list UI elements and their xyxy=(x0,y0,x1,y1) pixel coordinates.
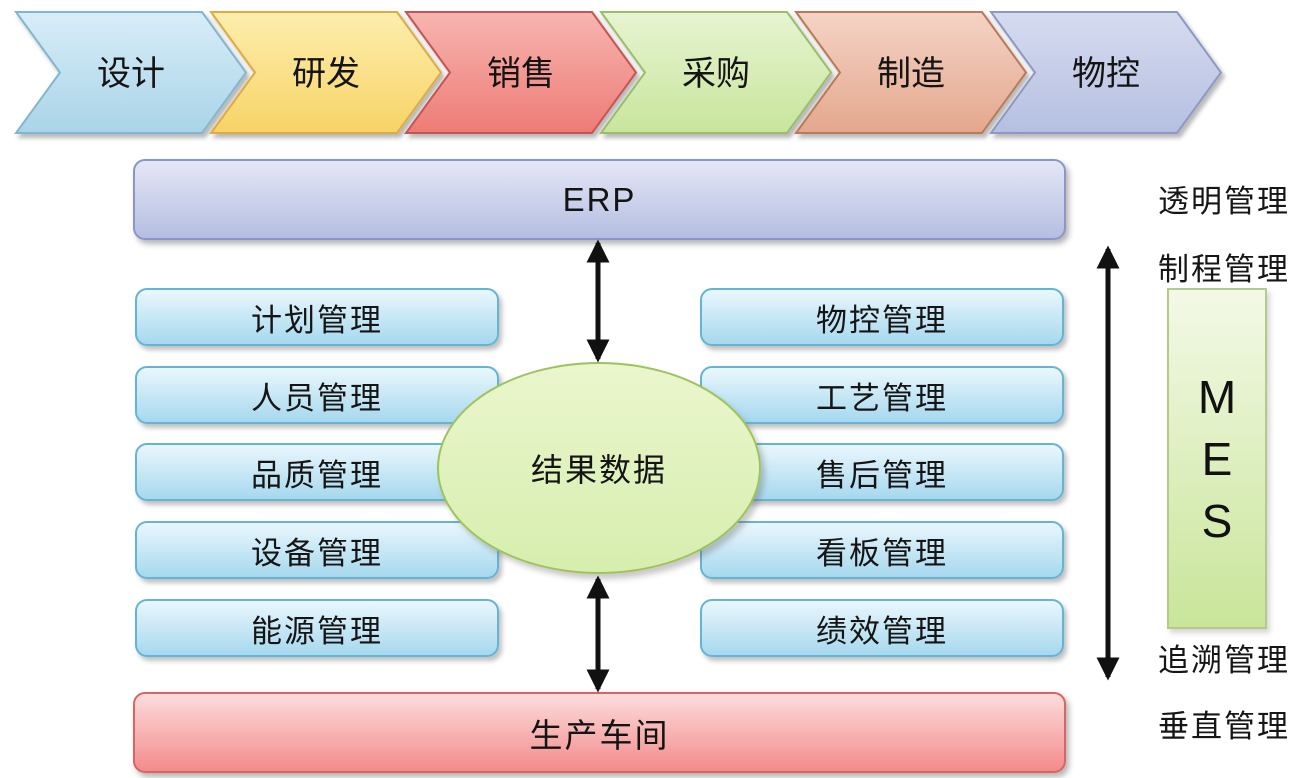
production-workshop-bar: 生产车间 xyxy=(133,692,1066,773)
module-label: 设备管理 xyxy=(251,535,383,571)
module-label: 看板管理 xyxy=(816,535,948,571)
flow-step-sales-label: 销售 xyxy=(487,55,555,93)
flow-step-procurement-shape xyxy=(599,11,833,134)
module-label: 能源管理 xyxy=(251,613,383,649)
side-label-vertical-management: 垂直管理 xyxy=(1158,709,1290,744)
erp-label: ERP xyxy=(562,180,637,218)
flow-step-design-label: 设计 xyxy=(97,55,165,93)
module-equipment-management: 设备管理 xyxy=(135,521,499,579)
flow-step-manufacturing-label: 制造 xyxy=(877,55,945,93)
module-process-craft-management: 工艺管理 xyxy=(700,366,1064,424)
flow-step-material-control-shape xyxy=(989,11,1223,134)
module-label: 品质管理 xyxy=(251,457,383,493)
flow-step-rnd-shape xyxy=(209,11,443,134)
module-label: 绩效管理 xyxy=(816,613,948,649)
module-label: 物控管理 xyxy=(816,302,948,338)
module-label: 计划管理 xyxy=(251,302,383,338)
result-data-ellipse: 结果数据 xyxy=(437,362,761,574)
module-label: 工艺管理 xyxy=(816,380,948,416)
result-data-label: 结果数据 xyxy=(530,452,667,488)
flow-step-design-shape xyxy=(14,11,248,134)
module-label: 售后管理 xyxy=(816,457,948,493)
process-flow-band: 设计 研发 销售 采购 制造 物控 xyxy=(14,11,1223,134)
flow-step-material-control-label: 物控 xyxy=(1072,55,1140,93)
module-performance-management: 绩效管理 xyxy=(700,599,1064,657)
mes-label: M E S xyxy=(1197,370,1237,547)
module-energy-management: 能源管理 xyxy=(135,599,499,657)
flow-step-manufacturing-shape xyxy=(794,11,1028,134)
module-kanban-management: 看板管理 xyxy=(700,521,1064,579)
mes-box: M E S xyxy=(1167,288,1267,629)
module-personnel-management: 人员管理 xyxy=(135,366,499,424)
flow-step-procurement-label: 采购 xyxy=(682,55,750,93)
production-workshop-label: 生产车间 xyxy=(529,716,670,754)
flow-step-sales-shape xyxy=(404,11,638,134)
side-label-process-management: 制程管理 xyxy=(1158,252,1290,287)
module-plan-management: 计划管理 xyxy=(135,288,499,346)
side-label-transparent-management: 透明管理 xyxy=(1158,184,1290,219)
erp-bar: ERP xyxy=(133,159,1066,240)
module-material-control-management: 物控管理 xyxy=(700,288,1064,346)
side-label-traceability-management: 追溯管理 xyxy=(1158,643,1290,678)
flow-step-rnd-label: 研发 xyxy=(292,55,360,93)
module-after-sales-management: 售后管理 xyxy=(700,443,1064,501)
module-label: 人员管理 xyxy=(251,380,383,416)
